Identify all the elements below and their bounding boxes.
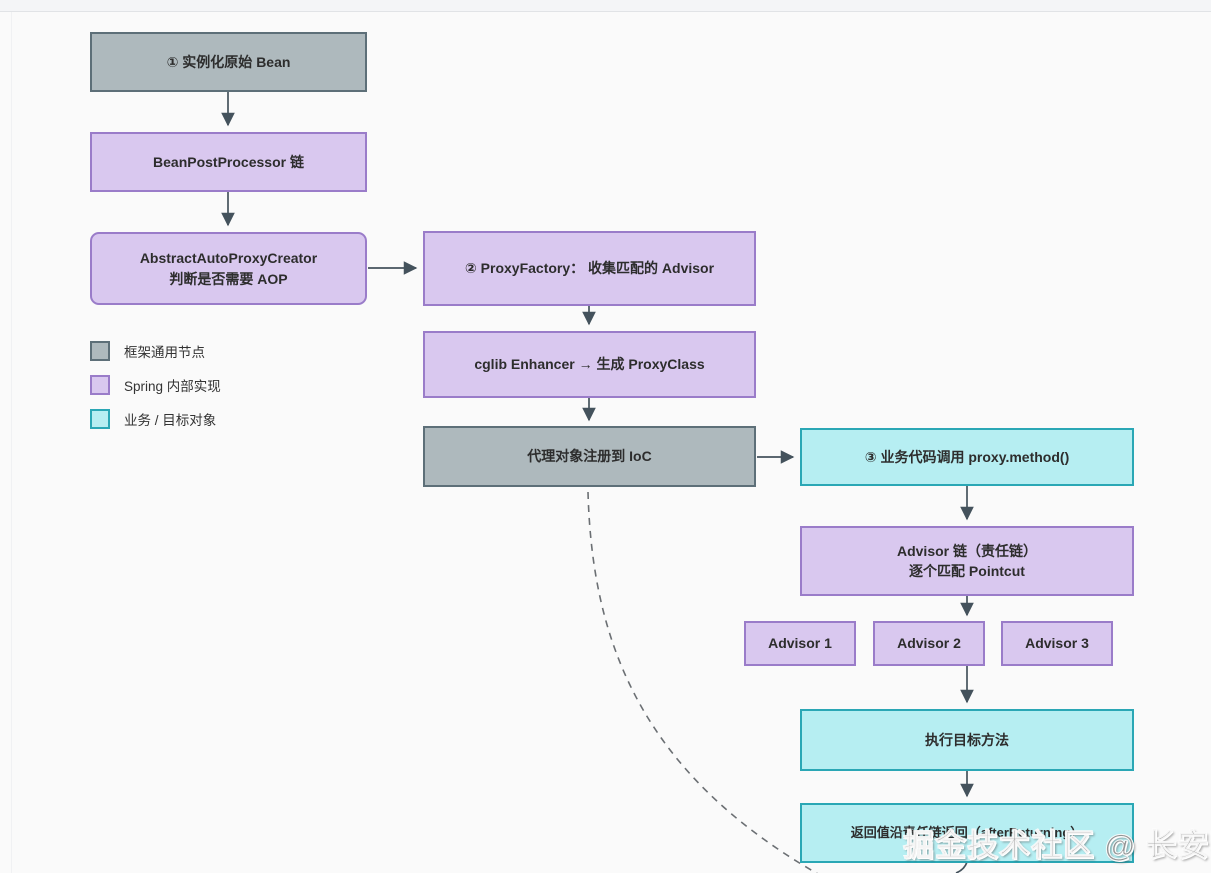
top-divider: [0, 0, 1211, 12]
node-advisor-2: Advisor 2: [873, 621, 985, 666]
node-line2: 逐个匹配 Pointcut: [909, 563, 1025, 579]
node-execute-target-method: 执行目标方法: [800, 709, 1134, 771]
node-register-ioc: 代理对象注册到 IoC: [423, 426, 756, 487]
legend: 框架通用节点 Spring 内部实现 业务 / 目标对象: [90, 341, 221, 443]
watermark-text: 掘金技术社区 @ 长安不见: [902, 828, 1211, 864]
legend-swatch-spring: [90, 375, 110, 395]
node-line2: 判断是否需要 AOP: [169, 270, 288, 287]
node-advisor-1: Advisor 1: [744, 621, 856, 666]
node-proxy-method-call: ③ 业务代码调用 proxy.method(): [800, 428, 1134, 486]
node-proxy-factory: ② ProxyFactory： 收集匹配的 Advisor: [423, 231, 756, 306]
node-beanpostprocessor-chain: BeanPostProcessor 链: [90, 132, 367, 192]
node-advisor-3: Advisor 3: [1001, 621, 1113, 666]
dashed-return-curve: [587, 491, 818, 873]
node-cglib-enhancer: cglib Enhancer → 生成 ProxyClass: [423, 331, 756, 398]
legend-item-spring: Spring 内部实现: [90, 375, 221, 395]
legend-label: 业务 / 目标对象: [124, 413, 217, 428]
legend-item-framework: 框架通用节点: [90, 341, 221, 361]
legend-swatch-business: [90, 409, 110, 429]
left-divider: [11, 12, 12, 873]
node-abstract-auto-proxy-creator: AbstractAutoProxyCreator 判断是否需要 AOP: [90, 232, 367, 305]
legend-label: Spring 内部实现: [124, 379, 221, 394]
legend-label: 框架通用节点: [124, 345, 205, 360]
legend-swatch-framework: [90, 341, 110, 361]
node-return-value: 返回值沿责任链返回（afterReturning）: [800, 803, 1134, 863]
node-line1: Advisor 链（责任链）: [896, 542, 1037, 559]
node-advisor-chain: Advisor 链（责任链） 逐个匹配 Pointcut: [800, 526, 1134, 596]
legend-item-business: 业务 / 目标对象: [90, 409, 221, 429]
node-line1: AbstractAutoProxyCreator: [139, 250, 318, 267]
node-instantiate-bean: ① 实例化原始 Bean: [90, 32, 367, 92]
